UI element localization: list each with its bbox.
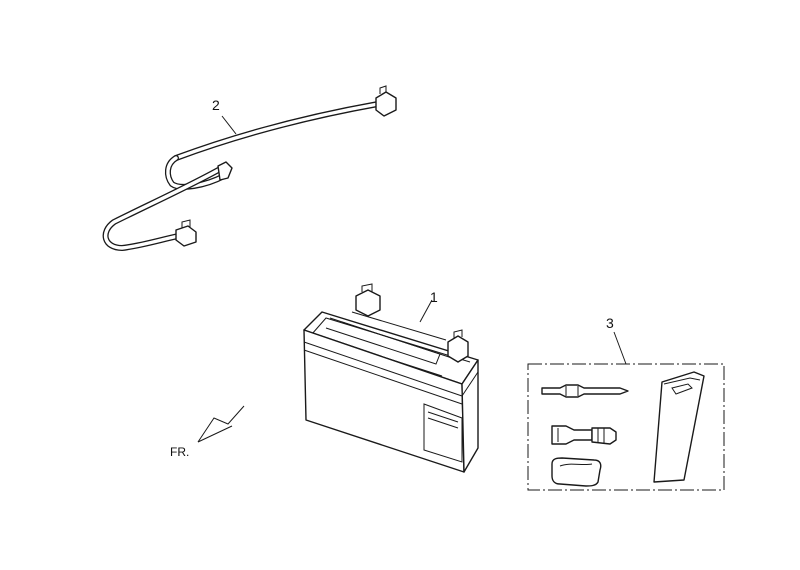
tool-pouch-icon: [551, 457, 602, 487]
front-direction-label: FR.: [170, 445, 189, 459]
callout-line-3: [613, 331, 627, 365]
screwdriver-icon: [541, 384, 629, 398]
spark-plug-wrench-icon: [551, 425, 617, 445]
callout-number-2: 2: [212, 97, 220, 113]
tool-bag-icon: [653, 371, 705, 483]
callout-line-2: [221, 115, 237, 135]
tool-kit[interactable]: [527, 363, 725, 491]
callout-number-1: 1: [430, 289, 438, 305]
callout-line-1: [419, 299, 433, 323]
battery[interactable]: [303, 283, 479, 473]
battery-cable[interactable]: [102, 85, 397, 251]
front-direction-arrow-icon: [197, 405, 245, 443]
callout-number-3: 3: [606, 315, 614, 331]
